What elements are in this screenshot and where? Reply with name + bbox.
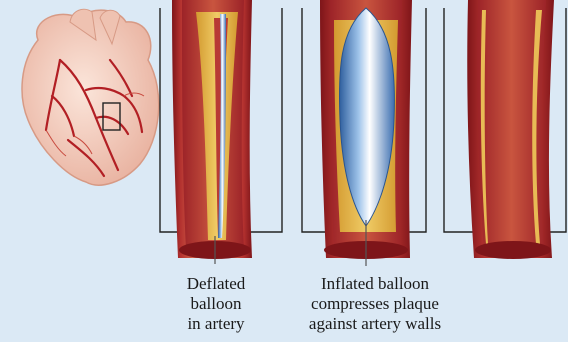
panel-deflated: [160, 0, 282, 264]
caption-deflated-line2: balloon: [162, 294, 270, 314]
caption-deflated: Deflated balloon in artery: [162, 274, 270, 334]
caption-inflated: Inflated balloon compresses plaque again…: [282, 274, 468, 334]
panel-inflated: [302, 0, 426, 266]
caption-inflated-line1: Inflated balloon: [282, 274, 468, 294]
caption-deflated-line3: in artery: [162, 314, 270, 334]
heart-illustration: [22, 9, 159, 185]
caption-deflated-line1: Deflated: [162, 274, 270, 294]
caption-inflated-line3: against artery walls: [282, 314, 468, 334]
caption-inflated-line2: compresses plaque: [282, 294, 468, 314]
panel-restored: [444, 0, 566, 259]
